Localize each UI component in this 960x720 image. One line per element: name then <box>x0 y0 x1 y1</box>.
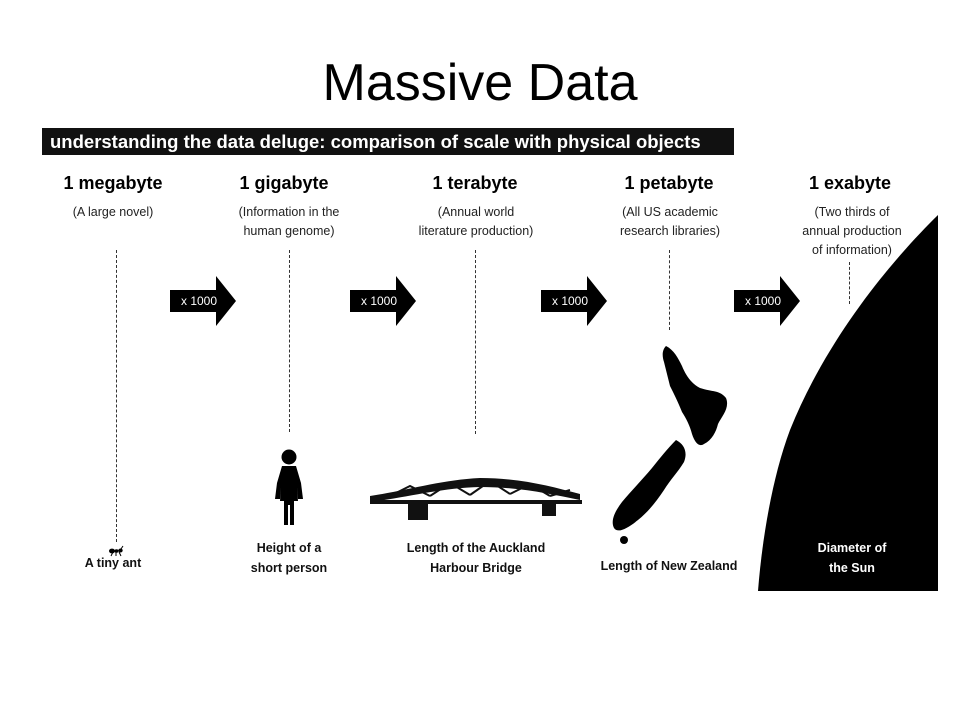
object-label-sun: Diameter of the Sun <box>800 538 904 578</box>
object-label-line: Height of a <box>256 541 322 555</box>
arrow-label: x 1000 <box>180 294 218 308</box>
unit-label-petabyte: 1 petabyte <box>624 173 714 193</box>
unit-desc-line: human genome) <box>243 224 335 238</box>
unit-desc-line: literature production) <box>418 224 534 238</box>
object-label-line: Harbour Bridge <box>430 561 522 575</box>
arrow-label: x 1000 <box>744 294 782 308</box>
arrow-right-icon <box>350 276 416 326</box>
connector-line-terabyte <box>475 250 476 434</box>
unit-desc-line: research libraries) <box>619 224 721 238</box>
connector-line-gigabyte <box>289 250 290 432</box>
person-icon <box>275 449 303 525</box>
unit-desc-megabyte: (A large novel) <box>28 203 198 222</box>
arrow-right-icon <box>734 276 800 326</box>
object-label-new-zealand: Length of New Zealand <box>574 556 764 576</box>
object-label-ant: A tiny ant <box>18 553 208 573</box>
connector-line-megabyte <box>116 250 117 542</box>
object-label-line: the Sun <box>829 561 875 575</box>
connector-line-petabyte <box>669 250 670 330</box>
connector-line-exabyte <box>849 262 850 304</box>
object-label-line: short person <box>250 561 328 575</box>
object-label-bridge: Length of the Auckland Harbour Bridge <box>381 538 571 578</box>
unit-desc-line: annual production <box>802 224 902 238</box>
object-label-line: Diameter of <box>817 541 887 555</box>
unit-label-megabyte: 1 megabyte <box>63 173 163 193</box>
unit-label-exabyte: 1 exabyte <box>808 173 892 193</box>
new-zealand-map-icon <box>612 346 728 544</box>
object-label-line: Length of New Zealand <box>600 559 738 573</box>
unit-desc-line: (Annual world <box>437 205 515 219</box>
ant-icon <box>109 545 124 557</box>
bridge-icon <box>370 478 582 520</box>
unit-desc-gigabyte: (Information in the human genome) <box>204 203 374 241</box>
unit-desc-petabyte: (All US academic research libraries) <box>585 203 755 241</box>
object-label-line: Length of the Auckland <box>406 541 546 555</box>
object-label-person: Height of a short person <box>194 538 384 578</box>
multiply-arrow-2: x 1000 <box>350 276 416 326</box>
unit-desc-line: (Information in the <box>238 205 340 219</box>
unit-desc-line: (Two thirds of <box>814 205 890 219</box>
multiply-arrow-4: x 1000 <box>734 276 800 326</box>
multiply-arrow-3: x 1000 <box>541 276 607 326</box>
unit-label-gigabyte: 1 gigabyte <box>239 173 329 193</box>
multiply-arrow-1: x 1000 <box>170 276 236 326</box>
arrow-label: x 1000 <box>551 294 589 308</box>
arrow-right-icon <box>170 276 236 326</box>
slide-title: Massive Data <box>322 54 638 112</box>
diagram-banner: understanding the data deluge: compariso… <box>42 128 734 155</box>
unit-desc-line: (All US academic <box>622 205 718 219</box>
arrow-label: x 1000 <box>360 294 398 308</box>
object-label-line: A tiny ant <box>84 556 142 570</box>
unit-desc-terabyte: (Annual world literature production) <box>391 203 561 241</box>
unit-desc-exabyte: (Two thirds of annual production of info… <box>767 203 937 260</box>
unit-desc-line: (A large novel) <box>72 205 154 219</box>
unit-label-terabyte: 1 terabyte <box>432 173 518 193</box>
unit-desc-line: of information) <box>812 243 892 257</box>
arrow-right-icon <box>541 276 607 326</box>
